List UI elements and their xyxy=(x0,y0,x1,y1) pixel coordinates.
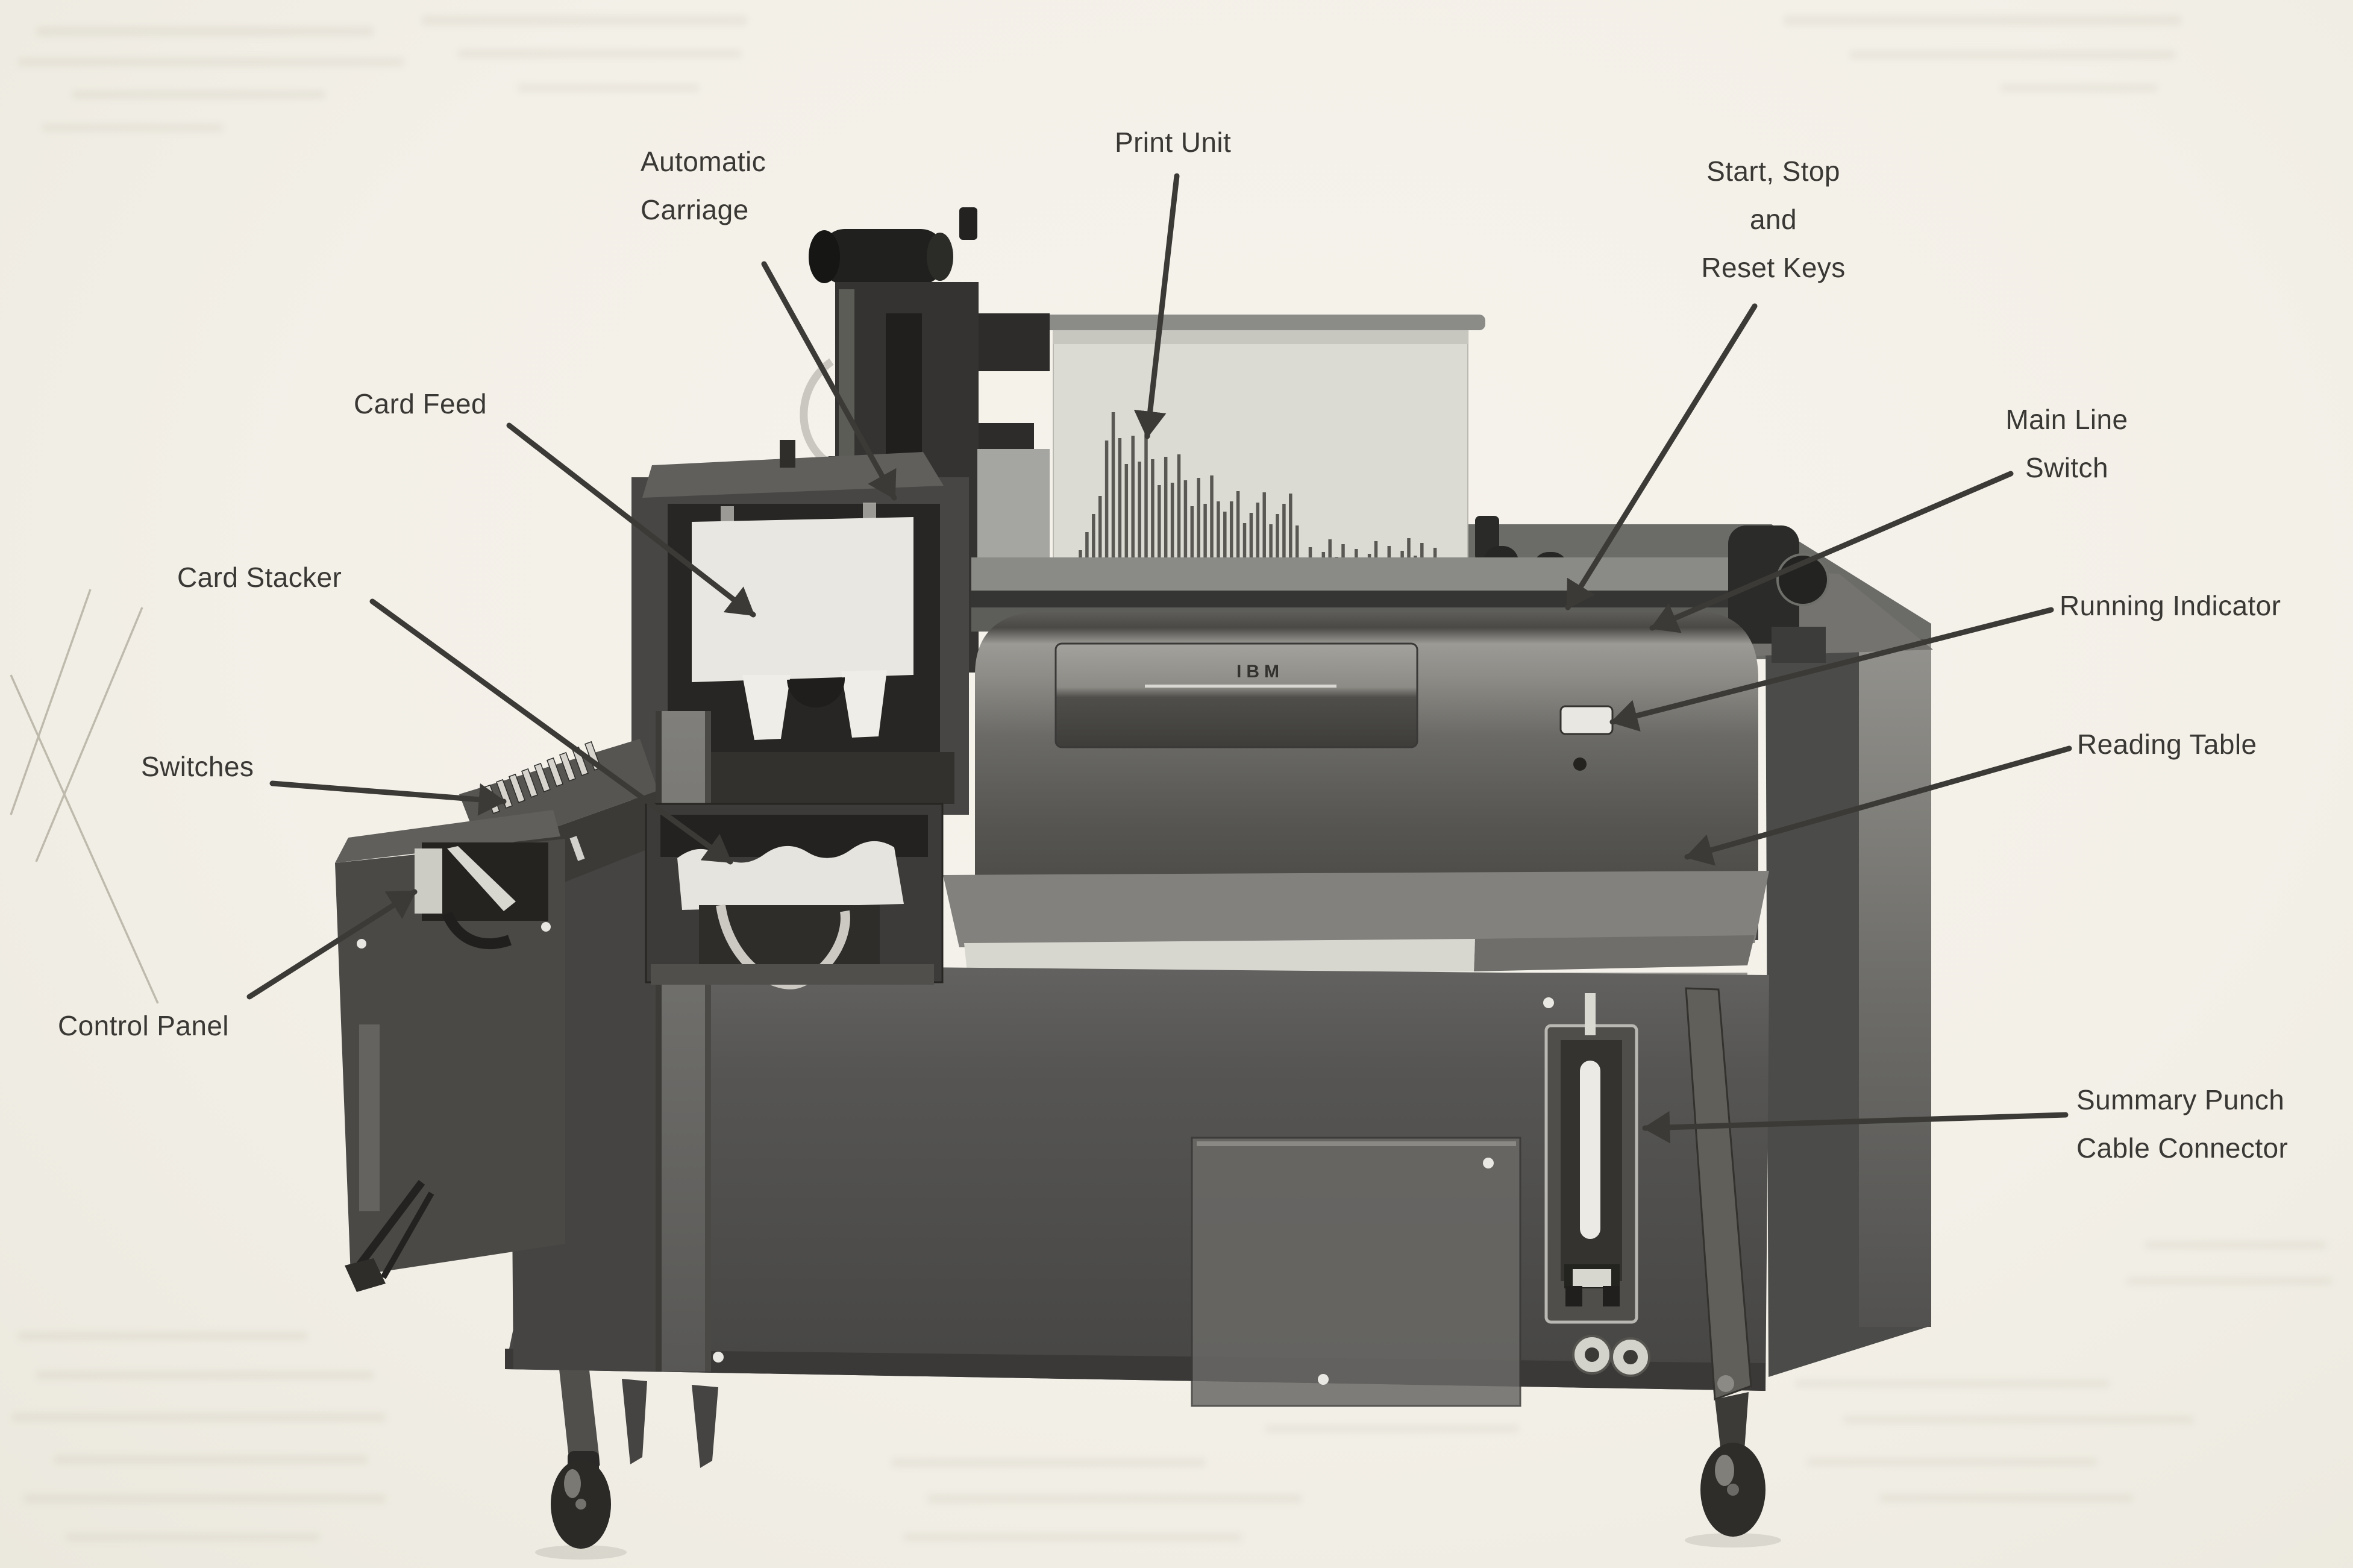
callout-label-line: Switch xyxy=(2025,452,2108,483)
toggle-switch xyxy=(533,762,551,792)
page-bleed-through-marks xyxy=(12,16,2332,1541)
callout-label-line: Summary Punch xyxy=(2076,1084,2285,1115)
ibm-logo-text: IBM xyxy=(1236,662,1284,682)
callout-label-reading-table: Reading Table xyxy=(2077,720,2257,768)
callout-label-line: Running Indicator xyxy=(2060,590,2281,621)
toggle-switch xyxy=(546,757,563,787)
callout-label-line: Switches xyxy=(141,751,254,782)
card-feed-arrow-line xyxy=(506,422,756,618)
caster-left xyxy=(535,1369,627,1560)
main-line-switch-arrow-line xyxy=(1649,471,2014,633)
print-unit-arrow-line xyxy=(1133,173,1180,439)
automatic-carriage-arrow-line xyxy=(761,261,897,501)
callout-label-card-feed: Card Feed xyxy=(354,380,487,428)
running-indicator-arrow-line xyxy=(1609,607,2054,732)
callout-label-line: Reading Table xyxy=(2077,729,2257,760)
callout-label-print-unit: Print Unit xyxy=(1115,118,1231,166)
reading-table-arrow-line xyxy=(1684,745,2072,866)
callout-label-control-panel: Control Panel xyxy=(58,1002,229,1050)
callout-label-switches: Switches xyxy=(141,742,254,791)
summary-punch-connector-part xyxy=(1544,993,1650,1377)
callout-label-line: Card Feed xyxy=(354,388,487,419)
callout-label-line: Cable Connector xyxy=(2076,1132,2289,1164)
caster-right xyxy=(1685,987,1781,1548)
toggle-switch xyxy=(559,751,576,782)
switches-arrow-line xyxy=(269,780,507,816)
callout-label-running-indicator: Running Indicator xyxy=(2060,582,2281,630)
control-panel-part xyxy=(335,810,565,1292)
callout-label-line: Automatic xyxy=(641,146,766,177)
callout-label-line: Card Stacker xyxy=(177,562,342,593)
machine-lower-cabinet xyxy=(505,964,1769,1407)
callout-label-line: Print Unit xyxy=(1115,127,1232,158)
callout-label-line: Main Line xyxy=(2005,404,2128,435)
summary-punch-cable-connector-arrow-line xyxy=(1642,1111,2069,1144)
callout-label-card-stacker: Card Stacker xyxy=(177,553,342,601)
start-stop-reset-keys-arrow-line xyxy=(1565,303,1758,610)
callout-label-line: Control Panel xyxy=(58,1010,229,1041)
toggle-switch xyxy=(521,768,538,798)
toggle-switch xyxy=(508,773,525,803)
callout-label-line: Start, Stop xyxy=(1706,155,1840,187)
callout-label-line: and xyxy=(1750,204,1797,235)
leader-lines xyxy=(246,173,2072,1144)
card-stacker-arrow-line xyxy=(369,598,733,865)
machine-photo: IBM xyxy=(335,207,1933,1560)
cabinet-feet-tabs xyxy=(622,1379,718,1468)
callout-label-line: Reset Keys xyxy=(1701,252,1846,283)
pencil-scribble-mark xyxy=(10,589,159,1004)
callout-label-line: Carriage xyxy=(641,194,749,225)
control-panel-arrow-line xyxy=(246,889,418,1000)
